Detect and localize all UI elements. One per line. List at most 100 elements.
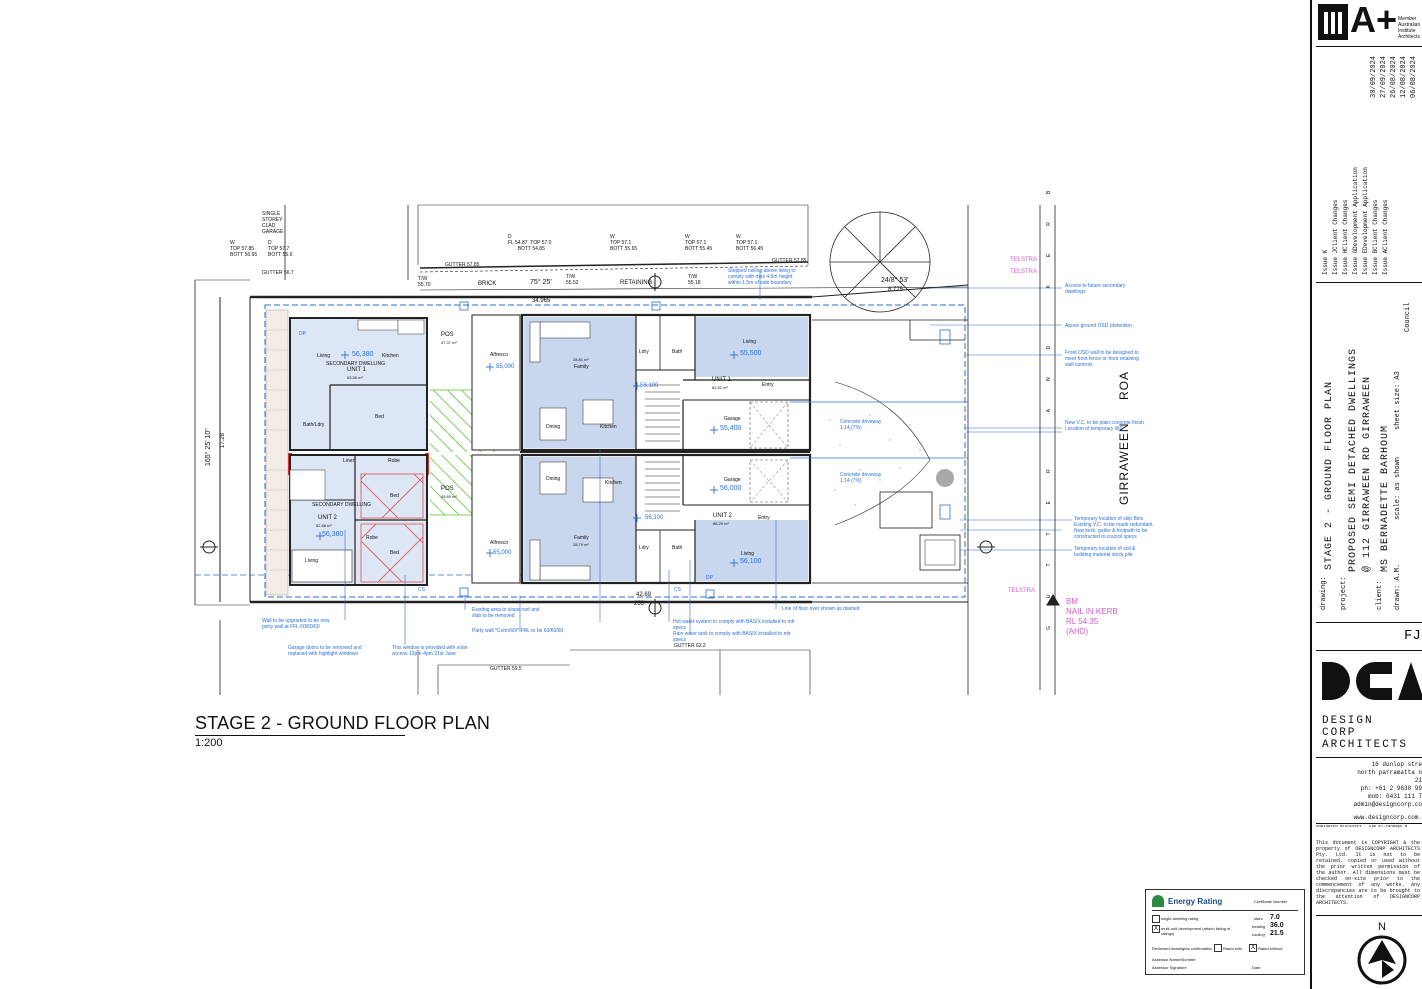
- bearing-left: 165° 25' 10": [205, 428, 212, 466]
- note-existing-roof: Existing area to slope roof and slab to …: [472, 607, 540, 619]
- level-living2: 56,100: [740, 558, 762, 565]
- room-area-pos1: 47.37 m²: [441, 340, 457, 345]
- issue-k: Issue K: [1322, 249, 1329, 275]
- room-label-sd1-name: SECONDARY DWELLING: [326, 361, 385, 367]
- cs-label-2: CS: [674, 587, 681, 593]
- road-name-2: ROA: [1117, 370, 1131, 400]
- gutter-62-2: GUTTER 62.2: [674, 643, 706, 649]
- dim-top: 34.965: [532, 298, 551, 304]
- gutter-57-85-a: GUTTER 57.85: [445, 262, 480, 268]
- room-label-unit1: UNIT 1: [712, 377, 731, 383]
- drawing-title: STAGE 2 - GROUND FLOOR PLAN: [195, 713, 491, 733]
- alfresco-2: [471, 454, 521, 584]
- energy-cert-label: Certificate Number: [1254, 899, 1288, 904]
- energy-label-2: heating: [1252, 924, 1266, 929]
- floor-plan-drawing: [194, 204, 1072, 695]
- issue-j-desc: Client Changes: [1332, 199, 1339, 250]
- room-label-bed-a: Bed: [390, 493, 399, 499]
- energy-title: Energy Rating: [1168, 897, 1223, 906]
- level-alfresco1: 55,000: [496, 364, 515, 370]
- main-dwelling-unit-1: [520, 313, 812, 452]
- room-label-living2: Living: [741, 551, 755, 557]
- main-dwelling-unit-2: [520, 453, 812, 585]
- room-label-sd2-unit: UNIT 2: [318, 515, 337, 521]
- note-hot-water: Hot water system to comply with BASIX in…: [673, 619, 795, 631]
- room-label-kitchen-sd1: Kitchen: [382, 353, 399, 359]
- energy-label-3: cooling: [1252, 932, 1265, 937]
- level-sd1: 56,380: [352, 351, 374, 358]
- window-w-57-85: W TOP 57.85 BOTT 56.95: [230, 240, 258, 258]
- titleblock-drawing: STAGE 2 - GROUND FLOOR PLAN: [1324, 380, 1335, 570]
- energy-rated-with: Rated with: [1223, 946, 1242, 951]
- room-label-entry2: Entry: [758, 515, 770, 521]
- dca-logo-a-icon: [1398, 662, 1422, 700]
- issue-j-date: 27/09/2024: [1380, 55, 1388, 98]
- room-label-unit2: UNIT 2: [713, 513, 732, 519]
- level-unit1: 56,100: [640, 383, 659, 389]
- room-label-dining1: Dining: [546, 424, 561, 430]
- tree-dim: 8.775: [888, 287, 904, 293]
- issue-g-desc: Development Application: [1352, 167, 1359, 250]
- firm-website[interactable]: www.designcorp.com.: [1353, 814, 1422, 821]
- address-line-3: 21: [1414, 777, 1422, 784]
- energy-label-1: stars: [1254, 916, 1263, 921]
- rated-with-checkbox[interactable]: [1214, 944, 1222, 952]
- leader-lines: [344, 270, 1072, 645]
- firm-email[interactable]: admin@designcorp.co: [1353, 801, 1422, 808]
- dca-logo-c-icon: [1356, 662, 1392, 700]
- room-label-pos2: POS: [441, 486, 454, 492]
- gutter-57-85-b: GUTTER 57.85: [772, 258, 807, 264]
- issue-h-desc: Client Changes: [1342, 199, 1349, 250]
- room-area-unit2: 88.29 m²: [713, 521, 729, 526]
- drawing-scale: 1:200: [195, 737, 223, 749]
- room-label-robe2: Robe: [366, 535, 378, 541]
- note-vc-temp-wc: New V.C. to be plain concrete finish Loc…: [1065, 420, 1144, 432]
- cs-label-1: CS: [418, 587, 425, 593]
- energy-rating-certificate: Energy Rating Certificate Number single-…: [1145, 889, 1305, 975]
- window-57-1-a: W TOP 57.1 BOTT 55.65: [610, 234, 638, 252]
- bearing-top: 75° 25': [530, 279, 552, 286]
- address-line-1: 16 dunlop stre: [1371, 761, 1422, 768]
- energy-assessor: Assessor Name/Number: [1152, 957, 1196, 962]
- issue-g: Issue G: [1352, 249, 1359, 275]
- room-area-sd1: 53.56 m²: [347, 375, 363, 380]
- room-label-linen: Linen: [343, 458, 356, 464]
- issue-h: Issue H: [1342, 249, 1349, 275]
- telstra-2: TELSTRA: [1010, 269, 1038, 275]
- window-57-1-c: W TOP 57.1 BOTT 56.45: [736, 234, 764, 252]
- window-57-1-b: W TOP 57.1 BOTT 55.45: [685, 234, 713, 252]
- front-yard: [790, 319, 968, 584]
- secondary-dwelling-unit-2: [289, 454, 428, 586]
- dca-logo-d-icon: [1322, 662, 1350, 700]
- room-label-bed-sd1: Bed: [375, 414, 384, 420]
- title-block: A+ Member Australian Institute Architect…: [1310, 0, 1422, 989]
- firm-mobile: mob: 0431 111 7: [1367, 793, 1422, 800]
- title-underline: [195, 735, 405, 736]
- room-area-family2: 28.79 m²: [573, 542, 589, 547]
- note-solar-access: This window is provided with solar acces…: [392, 645, 468, 657]
- blue-setback-line: [264, 304, 966, 598]
- aia-building-icon: [1318, 4, 1348, 40]
- note-osd-wall: Front OSD wall to be designed to meet fr…: [1065, 350, 1139, 368]
- rated-without-checkbox[interactable]: X: [1249, 944, 1257, 952]
- tw-55-70: T/W 55.70: [418, 276, 431, 288]
- single-dwelling-checkbox[interactable]: [1152, 915, 1160, 923]
- driveway-dots: [829, 414, 921, 506]
- telstra-3: TELSTRA: [1008, 588, 1036, 594]
- nominated-architect: nominated architect - kim el-rahbaph N: [1316, 825, 1408, 829]
- site-boundary: [194, 204, 1056, 695]
- copyright-notice: This document is COPYRIGHT & the propert…: [1316, 840, 1420, 906]
- titleblock-project-1: PROPOSED SEMI DETACHED DWELLINGS: [1348, 347, 1359, 572]
- downpipe-label-1: DP: [299, 331, 306, 337]
- level-garage1: 55,400: [720, 425, 742, 432]
- aia-member-label: Member Australian Institute Architects: [1398, 16, 1421, 40]
- room-label-kitchen2: Kitchen: [605, 480, 622, 486]
- dim-left: 17.28: [220, 432, 226, 448]
- issue-k-date: 30/09/2024: [1370, 55, 1378, 98]
- room-label-bath2: Bath: [672, 545, 683, 551]
- titleblock-client: MS BERNADETTE BARHOUM: [1380, 424, 1391, 572]
- titleblock-council: Council: [1404, 302, 1412, 332]
- multi-unit-checkbox[interactable]: X: [1152, 925, 1160, 933]
- note-skip-bins: Temporary location of skip Bins Existing…: [1074, 516, 1154, 540]
- room-label-bath1: Bath: [672, 349, 683, 355]
